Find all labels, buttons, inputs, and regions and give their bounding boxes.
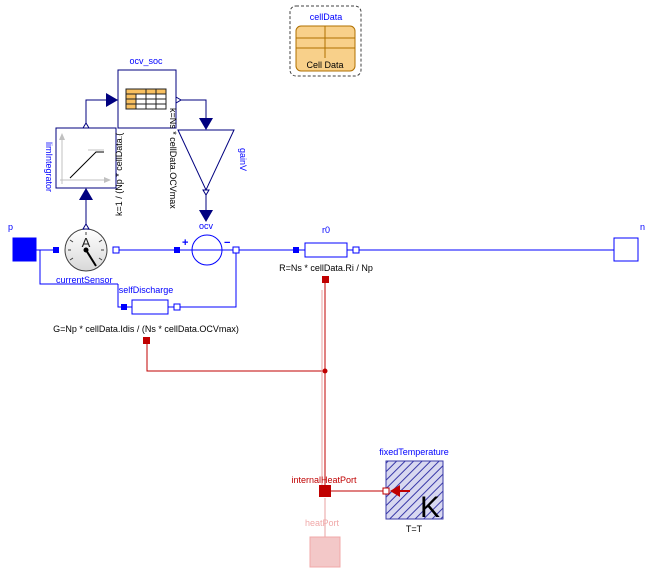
port-p-square bbox=[12, 237, 37, 262]
fixedtemperature-symbol: K bbox=[420, 491, 440, 524]
fixedtemperature-arrow bbox=[390, 485, 400, 497]
ocv-soc-output-port bbox=[175, 96, 182, 104]
currentsensor-name: currentSensor bbox=[56, 275, 113, 285]
thermal-junction bbox=[322, 368, 328, 374]
r0-body bbox=[304, 242, 348, 258]
r0-pin-p bbox=[293, 247, 299, 253]
heatport-component[interactable]: heatPort bbox=[305, 518, 341, 568]
ocv-pin-n bbox=[232, 246, 240, 254]
electrical-connections bbox=[36, 249, 614, 308]
port-n-square bbox=[613, 237, 639, 262]
selfdischarge-name: selfDischarge bbox=[119, 285, 174, 295]
selfdischarge-param: G=Np * cellData.Idis / (Ns * cellData.OC… bbox=[53, 324, 239, 334]
selfdischarge-pin-p bbox=[121, 304, 127, 310]
r0-pin-n bbox=[352, 246, 360, 254]
ocv-minus: − bbox=[224, 237, 230, 249]
selfdischarge-pin-n bbox=[173, 303, 181, 311]
ocv-soc-param: k=Ns * cellData.OCVmax bbox=[168, 108, 178, 209]
thermal-connections bbox=[146, 282, 386, 492]
thermal-connections-light bbox=[321, 290, 326, 538]
port-n[interactable]: n bbox=[613, 222, 645, 262]
r0-param: R=Ns * cellData.Ri / Np bbox=[279, 263, 373, 273]
port-p-label: p bbox=[8, 222, 13, 232]
selfdischarge-component[interactable]: selfDischarge G=Np * cellData.Idis / (Ns… bbox=[53, 285, 239, 334]
meter-needle bbox=[85, 249, 97, 267]
celldata-component[interactable]: cellData Cell Data bbox=[289, 5, 362, 77]
port-n-label: n bbox=[640, 222, 645, 232]
internalheatport-component[interactable]: internalHeatPort bbox=[291, 475, 357, 497]
limintegrator-name: limIntegrator bbox=[44, 142, 54, 192]
r0-heat-port bbox=[322, 276, 329, 283]
celldata-icon bbox=[295, 25, 356, 72]
ocv-soc-input-port bbox=[106, 93, 118, 107]
gainv-output-port bbox=[202, 189, 210, 196]
ocv-component[interactable]: ocv + − bbox=[174, 210, 240, 266]
gainv-name: gainV bbox=[238, 148, 248, 171]
currentsensor-signal-port bbox=[82, 223, 90, 230]
r0-component[interactable]: r0 R=Ns * cellData.Ri / Np bbox=[279, 225, 373, 273]
gainv-triangle bbox=[177, 129, 235, 192]
fixedtemperature-component[interactable]: fixedTemperature K T=T bbox=[379, 447, 449, 534]
fixedtemperature-name: fixedTemperature bbox=[379, 447, 449, 457]
internalheatport-square bbox=[319, 485, 331, 497]
limintegrator-block bbox=[55, 127, 117, 189]
port-p[interactable]: p bbox=[8, 222, 37, 262]
gainv-component[interactable]: gainV bbox=[177, 118, 248, 196]
ocv-plus: + bbox=[182, 237, 188, 249]
limintegrator-input-port bbox=[79, 188, 93, 200]
currentsensor-component[interactable]: A currentSensor bbox=[53, 223, 120, 285]
ocv-name: ocv bbox=[199, 221, 214, 231]
limintegrator-output-port bbox=[82, 122, 90, 129]
ocv-soc-component[interactable]: ocv_soc k=Ns * cellData.OCVmax bbox=[106, 56, 182, 209]
selfdischarge-body bbox=[131, 299, 169, 315]
meter-ticks bbox=[68, 232, 104, 261]
gainv-input-port bbox=[199, 118, 213, 130]
fixedtemperature-param: T=T bbox=[406, 524, 423, 534]
celldata-name: cellData bbox=[310, 12, 343, 22]
celldata-icon-label: Cell Data bbox=[306, 60, 343, 70]
currentsensor-symbol: A bbox=[82, 235, 91, 250]
selfdischarge-heat-port bbox=[143, 337, 150, 344]
meter-pivot bbox=[83, 247, 89, 253]
internalheatport-name: internalHeatPort bbox=[291, 475, 357, 485]
currentsensor-pin-n bbox=[112, 246, 120, 254]
limintegrator-param: k=1 / (Np * cellData.( bbox=[114, 133, 124, 216]
limintegrator-component[interactable]: limIntegrator k=1 / (Np * cellData.( bbox=[44, 122, 124, 216]
celldata-dashed-frame bbox=[289, 5, 362, 77]
r0-name: r0 bbox=[322, 225, 330, 235]
ocv-soc-name: ocv_soc bbox=[129, 56, 163, 66]
ocv-pin-p bbox=[174, 247, 180, 253]
integrator-icon bbox=[59, 133, 111, 184]
ocv-input-port bbox=[199, 210, 213, 222]
heatport-name: heatPort bbox=[305, 518, 340, 528]
table-icon bbox=[125, 88, 167, 110]
fixedtemperature-port bbox=[382, 487, 390, 495]
heatport-square bbox=[309, 536, 341, 568]
currentsensor-pin-p bbox=[53, 247, 59, 253]
